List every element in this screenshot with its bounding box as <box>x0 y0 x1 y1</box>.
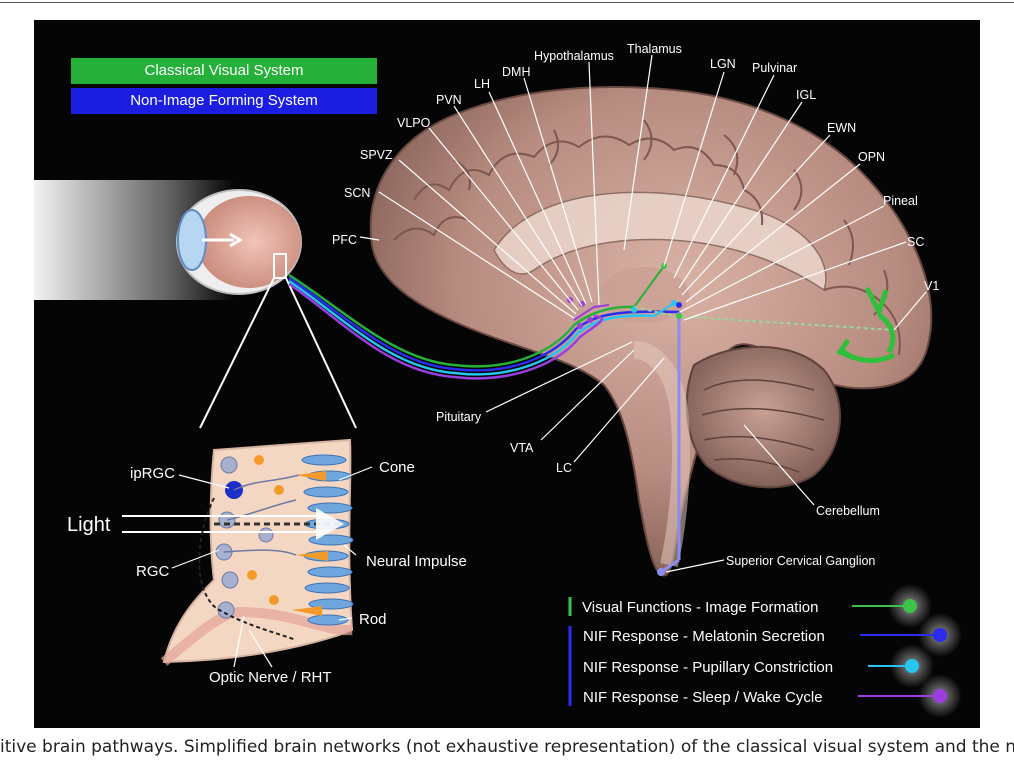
label-light: Light <box>67 514 111 536</box>
legend-pupillary-constriction: NIF Response - Pupillary Constriction <box>583 659 833 676</box>
label-pfc: PFC <box>332 233 357 247</box>
label-vta: VTA <box>510 441 534 455</box>
top-rule <box>0 2 1014 3</box>
label-thalamus: Thalamus <box>627 42 682 56</box>
pathway-legend-markers <box>568 584 962 718</box>
label-lc: LC <box>556 461 572 475</box>
retina-inset <box>122 438 373 668</box>
label-ewn: EWN <box>827 121 856 135</box>
label-iprgc: ipRGC <box>130 465 175 482</box>
label-pituitary: Pituitary <box>436 410 482 424</box>
label-superior-cervical-ganglion: Superior Cervical Ganglion <box>726 554 875 568</box>
legend-melatonin-secretion: NIF Response - Melatonin Secretion <box>583 628 825 645</box>
pathway-legend-text: Visual Functions - Image Formation NIF R… <box>582 599 833 706</box>
label-lh: LH <box>474 77 490 91</box>
label-optic-nerve-rht: Optic Nerve / RHT <box>209 669 332 686</box>
brain-illustration <box>369 86 933 577</box>
label-pvn: PVN <box>436 93 462 107</box>
legend-classical-visual-system: Classical Visual System <box>71 58 377 84</box>
optic-nerve-bundle <box>288 273 680 380</box>
legend-image-formation: Visual Functions - Image Formation <box>582 599 819 616</box>
label-cone: Cone <box>379 459 415 476</box>
label-spvz: SPVZ <box>360 148 393 162</box>
label-dmh: DMH <box>502 65 530 79</box>
retina-label-group: ipRGC Cone Light Neural Impulse RGC Rod … <box>67 459 467 686</box>
label-lgn: LGN <box>710 57 736 71</box>
label-pulvinar: Pulvinar <box>752 61 797 75</box>
label-rgc: RGC <box>136 563 170 580</box>
label-vlpo: VLPO <box>397 116 431 130</box>
label-scn: SCN <box>344 186 370 200</box>
legend-non-image-forming-system: Non-Image Forming System <box>71 88 377 114</box>
label-opn: OPN <box>858 150 885 164</box>
label-leaders <box>359 54 927 573</box>
legend-sleep-wake-cycle: NIF Response - Sleep / Wake Cycle <box>583 689 823 706</box>
brain-label-group: Hypothalamus Thalamus LGN Pulvinar DMH L… <box>332 42 939 568</box>
retina-zoom-box <box>273 253 287 279</box>
zoom-lines <box>199 277 357 429</box>
label-v1: V1 <box>924 279 939 293</box>
eye-illustration <box>176 189 302 295</box>
brain-pathways-figure: Hypothalamus Thalamus LGN Pulvinar DMH L… <box>34 20 980 728</box>
label-hypothalamus: Hypothalamus <box>534 49 614 63</box>
label-pineal: Pineal <box>883 194 918 208</box>
label-igl: IGL <box>796 88 816 102</box>
label-rod: Rod <box>359 611 387 628</box>
figure-canvas: Hypothalamus Thalamus LGN Pulvinar DMH L… <box>34 42 962 718</box>
figure-caption: itive brain pathways. Simplified brain n… <box>0 737 1014 757</box>
label-neural-impulse: Neural Impulse <box>366 553 467 570</box>
label-sc: SC <box>907 235 924 249</box>
label-cerebellum: Cerebellum <box>816 504 880 518</box>
